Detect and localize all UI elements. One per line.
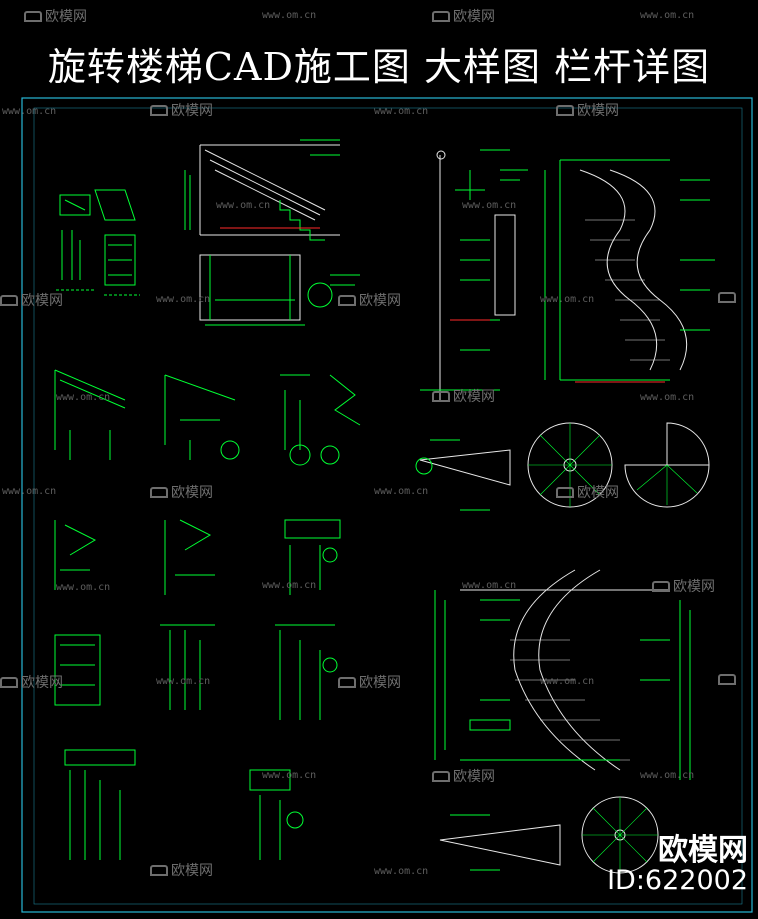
sofa-logo-icon (150, 105, 168, 116)
watermark-brand: 欧模网 (432, 386, 495, 406)
watermark-url: www.om.cn (2, 106, 57, 117)
watermark-url: www.om.cn (374, 106, 429, 117)
watermark-url: www.om.cn (56, 582, 111, 593)
handrail-detail (420, 149, 528, 400)
detail-row-3 (54, 519, 341, 595)
watermark-url: www.om.cn (640, 10, 695, 21)
watermark-brand: 欧模网 (24, 6, 87, 26)
sofa-logo-icon (718, 674, 736, 685)
watermark-brand: 欧模网 (150, 100, 213, 120)
sofa-logo-icon (718, 292, 736, 303)
sofa-logo-icon (24, 11, 42, 22)
sofa-logo-icon (0, 295, 18, 306)
sofa-logo-icon (338, 677, 356, 688)
id-badge: 欧模网 ID:622002 (607, 835, 748, 895)
watermark-brand: 欧模网 (150, 860, 213, 880)
watermark-url: www.om.cn (374, 866, 429, 877)
badge-brand: 欧模网 (658, 833, 748, 869)
detail-row-2 (54, 369, 361, 466)
frame-border (21, 97, 753, 913)
watermark-url: www.om.cn (262, 580, 317, 591)
sofa-logo-icon (150, 487, 168, 498)
watermark-url: www.om.cn (374, 486, 429, 497)
watermark-brand (718, 290, 739, 306)
stair-plans (415, 422, 710, 511)
sofa-logo-icon (432, 391, 450, 402)
stair-section-b (199, 254, 360, 326)
watermark-brand: 欧模网 (652, 576, 715, 596)
sofa-logo-icon (556, 487, 574, 498)
spiral-stair-elevation (544, 159, 715, 383)
sofa-logo-icon (338, 295, 356, 306)
sofa-logo-icon (652, 581, 670, 592)
watermark-url: www.om.cn (640, 392, 695, 403)
sofa-logo-icon (556, 105, 574, 116)
sofa-logo-icon (432, 771, 450, 782)
watermark-brand: 欧模网 (432, 766, 495, 786)
detail-row-4 (54, 624, 338, 720)
watermark-url: www.om.cn (262, 10, 317, 21)
stair-elevation-a (184, 139, 340, 241)
watermark-url: www.om.cn (640, 770, 695, 781)
watermark-brand: 欧模网 (0, 672, 63, 692)
watermark-url: www.om.cn (540, 294, 595, 305)
watermark-url: www.om.cn (540, 676, 595, 687)
badge-id: ID:622002 (607, 864, 748, 896)
watermark-brand (718, 672, 739, 688)
sofa-logo-icon (432, 11, 450, 22)
sofa-logo-icon (0, 677, 18, 688)
watermark-brand: 欧模网 (0, 290, 63, 310)
watermark-url: www.om.cn (462, 200, 517, 211)
watermark-brand: 欧模网 (150, 482, 213, 502)
watermark-brand: 欧模网 (556, 482, 619, 502)
watermark-url: www.om.cn (156, 676, 211, 687)
watermark-brand: 欧模网 (432, 6, 495, 26)
page-title: 旋转楼梯CAD施工图 大样图 栏杆详图 (47, 45, 711, 89)
spiral-stair-elevation-large (434, 569, 691, 780)
frame-inner (33, 107, 743, 905)
watermark-brand: 欧模网 (338, 672, 401, 692)
watermark-url: www.om.cn (2, 486, 57, 497)
watermark-url: www.om.cn (156, 294, 211, 305)
sofa-logo-icon (150, 865, 168, 876)
watermark-url: www.om.cn (262, 770, 317, 781)
watermark-url: www.om.cn (56, 392, 111, 403)
watermark-url: www.om.cn (216, 200, 271, 211)
watermark-brand: 欧模网 (338, 290, 401, 310)
watermark-brand: 欧模网 (556, 100, 619, 120)
watermark-url: www.om.cn (462, 580, 517, 591)
detail-row-5 (64, 749, 304, 860)
plan-and-wedge-detail (439, 796, 659, 874)
detail-section-a (56, 189, 140, 296)
